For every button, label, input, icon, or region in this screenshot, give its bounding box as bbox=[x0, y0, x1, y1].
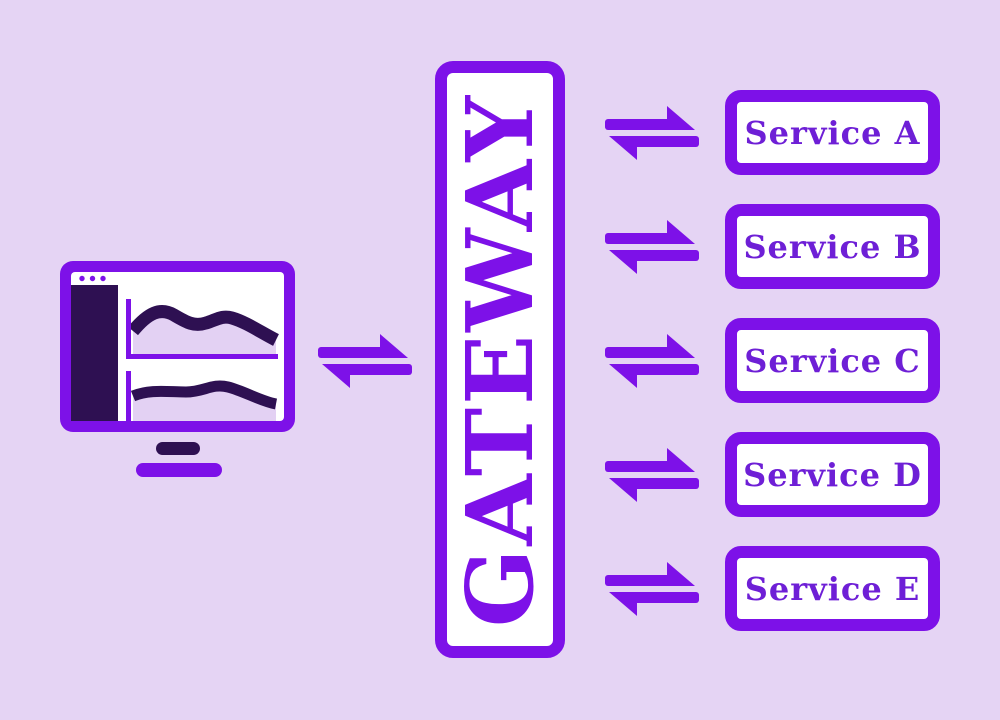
service-label: Service D bbox=[743, 455, 922, 494]
area-chart-bottom bbox=[126, 371, 278, 421]
monitor-base bbox=[136, 463, 222, 477]
service-box-a: Service A bbox=[725, 90, 940, 175]
service-box-d: Service D bbox=[725, 432, 940, 517]
service-box-b: Service B bbox=[725, 204, 940, 289]
swap-arrows-icon bbox=[318, 334, 412, 388]
swap-arrows-icon bbox=[605, 334, 699, 388]
service-box-e: Service E bbox=[725, 546, 940, 631]
swap-arrows-icon bbox=[605, 106, 699, 160]
monitor-analytics-icon bbox=[60, 261, 295, 477]
service-box-c: Service C bbox=[725, 318, 940, 403]
swap-arrows-icon bbox=[605, 448, 699, 502]
service-label: Service B bbox=[743, 227, 922, 266]
service-label: Service A bbox=[744, 113, 921, 152]
swap-arrows-icon bbox=[605, 220, 699, 274]
service-label: Service E bbox=[744, 569, 921, 608]
area-chart-top bbox=[126, 299, 279, 359]
gateway-box: GATEWAY bbox=[435, 61, 565, 658]
monitor-neck bbox=[156, 442, 200, 455]
swap-arrows-icon bbox=[605, 562, 699, 616]
gateway-label: GATEWAY bbox=[446, 92, 555, 627]
browser-sidebar bbox=[71, 285, 118, 421]
window-dots-icon bbox=[79, 275, 106, 282]
service-label: Service C bbox=[744, 341, 921, 380]
